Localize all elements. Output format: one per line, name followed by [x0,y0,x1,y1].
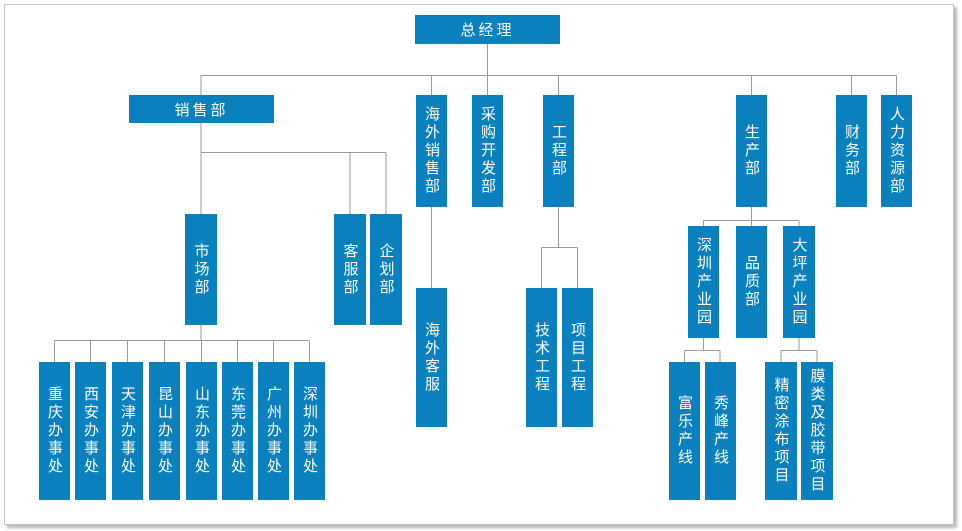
connector-production [703,207,800,226]
node-membrane-tape: 膜类及胶带项目 [801,362,833,500]
node-office: 广州办事处 [258,362,289,500]
node-sales: 销售部 [129,95,274,123]
node-fule-line: 富乐产线 [669,362,700,500]
node-customer-service: 客服部 [334,214,366,325]
node-overseas-sales: 海外销售部 [416,95,447,207]
node-procurement: 采购开发部 [472,95,503,207]
node-office: 西安办事处 [75,362,106,500]
node-office: 重庆办事处 [39,362,70,500]
connector-daping [780,338,818,362]
node-quality: 品质部 [736,226,767,338]
node-shenzhen-park: 深圳产业园 [688,226,719,338]
node-precision-coating: 精密涂布项目 [765,362,797,500]
node-office: 昆山办事处 [149,362,180,500]
node-tech-engineering: 技术工程 [526,288,557,427]
node-finance: 财务部 [836,95,867,207]
node-overseas-cs: 海外客服 [416,288,447,427]
node-office: 山东办事处 [186,362,217,500]
node-project-engineering: 项目工程 [562,288,593,427]
node-office: 东莞办事处 [222,362,253,500]
connector-sales [200,123,387,214]
connector-shenzhen [684,338,721,362]
node-engineering: 工程部 [543,95,574,207]
node-planning: 企划部 [370,214,402,325]
node-xiufeng-line: 秀峰产线 [705,362,736,500]
node-marketing: 市场部 [185,214,217,325]
connector-engineering [541,207,578,288]
connector-marketing [54,325,310,362]
node-ceo: 总经理 [415,15,560,44]
node-office: 深圳办事处 [294,362,325,500]
connector-ceo [200,44,897,95]
node-hr: 人力资源部 [881,95,912,207]
node-office: 天津办事处 [112,362,143,500]
node-daping-park: 大坪产业园 [783,226,815,338]
node-production: 生产部 [736,95,767,207]
